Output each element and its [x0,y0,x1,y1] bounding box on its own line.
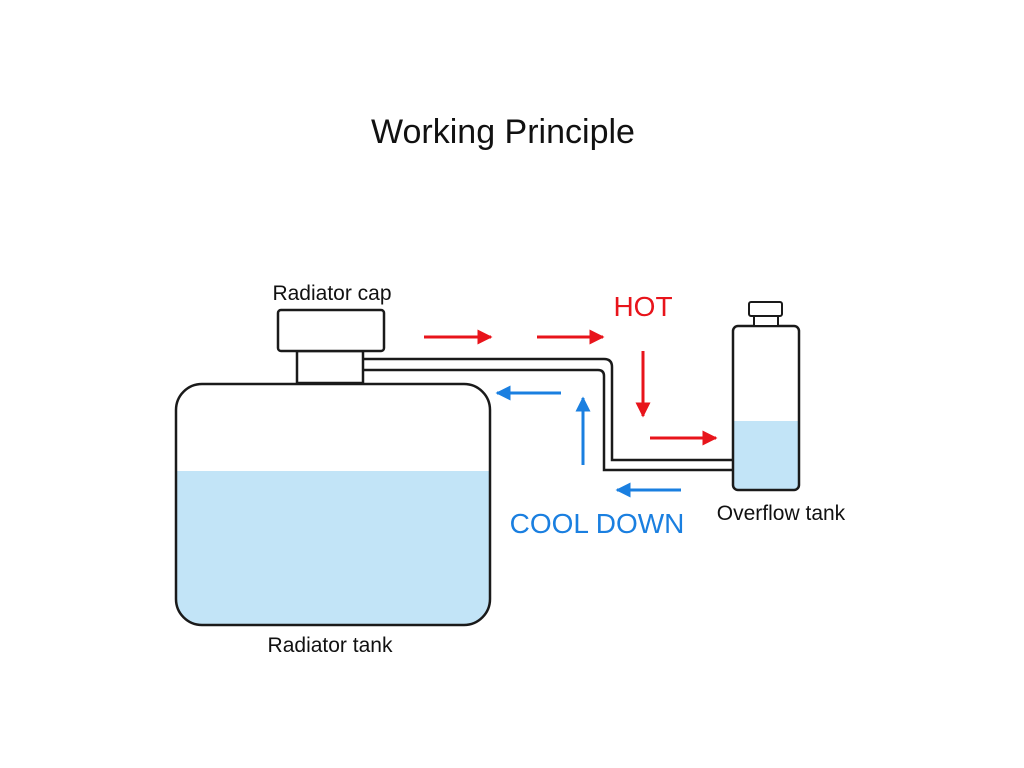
cool-down-label: COOL DOWN [510,508,685,539]
radiator-cap-neck [295,349,365,385]
radiator-cap [276,308,386,385]
hose-outer-wall [363,357,733,462]
cool-flow-arrows [495,385,681,498]
overflow-hose [363,357,733,472]
overflow-tank-coolant [733,421,799,490]
overflow-tank-cap [748,301,783,317]
radiator-cap-label: Radiator cap [272,282,391,305]
diagram-title: Working Principle [371,113,635,151]
overflow-tank-label: Overflow tank [717,502,846,525]
radiator-tank [174,382,492,627]
overflow-tank-neck [753,315,779,327]
radiator-cap-top [276,308,386,353]
hose-inner-wall [363,368,733,472]
radiator-tank-label: Radiator tank [268,634,393,657]
overflow-tank [731,301,801,492]
hot-label: HOT [613,291,672,322]
radiator-tank-coolant [176,471,490,625]
hot-flow-arrows [424,329,718,446]
